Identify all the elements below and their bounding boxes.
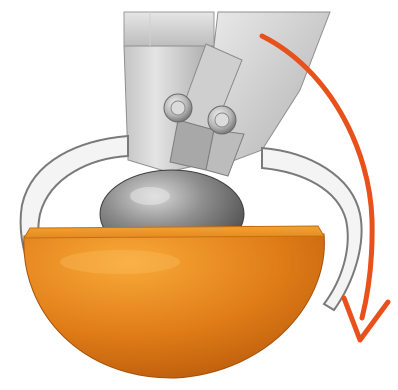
hemisphere xyxy=(24,226,325,378)
screw-icon xyxy=(208,106,236,134)
screw-icon xyxy=(164,94,192,122)
